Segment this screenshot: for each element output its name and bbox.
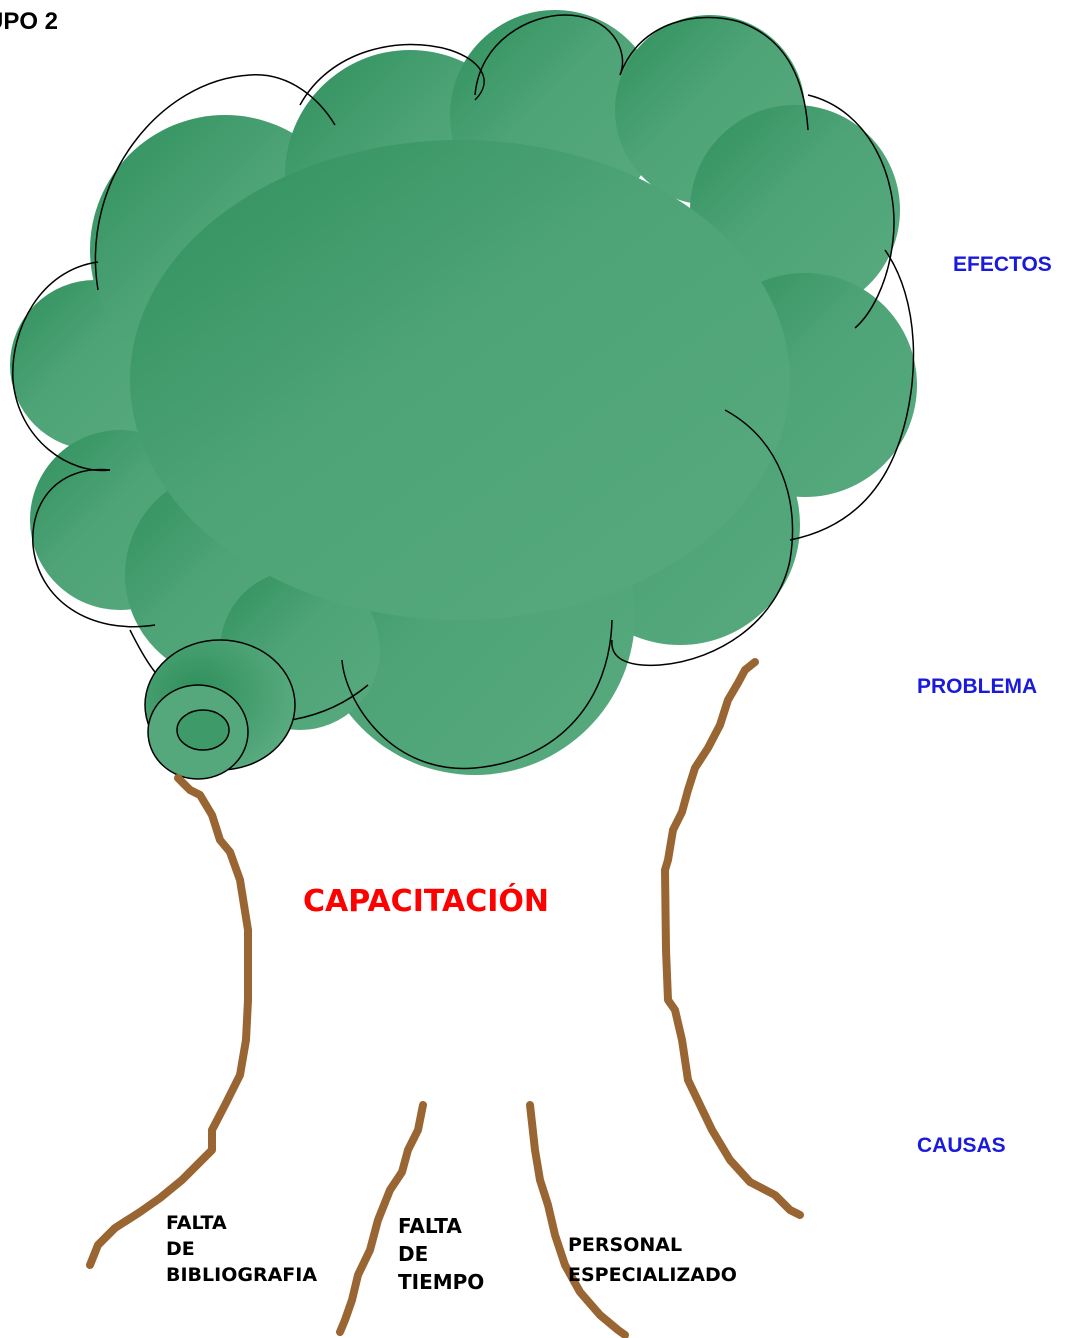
tree-knot	[145, 640, 295, 779]
problem-text: CAPACITACIÓN	[303, 884, 549, 919]
cause-3-line-2: ESPECIALIZADO	[568, 1260, 737, 1290]
cause-2-line-1: FALTA	[398, 1212, 484, 1240]
label-efectos: EFECTOS	[953, 253, 1052, 277]
cause-1: FALTA DE BIBLIOGRAFIA	[166, 1210, 317, 1288]
label-causas: CAUSAS	[917, 1134, 1006, 1158]
cause-2: FALTA DE TIEMPO	[398, 1212, 484, 1296]
cause-1-line-1: FALTA	[166, 1210, 317, 1236]
root-middle-right	[530, 1105, 625, 1335]
label-problema: PROBLEMA	[917, 675, 1037, 699]
cause-2-line-2: DE	[398, 1240, 484, 1268]
diagram-title: UPO 2	[0, 8, 58, 36]
cause-3: PERSONAL ESPECIALIZADO	[568, 1230, 737, 1290]
root-left-trunk	[90, 778, 248, 1265]
cause-1-line-3: BIBLIOGRAFIA	[166, 1262, 317, 1288]
cause-2-line-3: TIEMPO	[398, 1268, 484, 1296]
cause-1-line-2: DE	[166, 1236, 317, 1262]
cause-3-line-1: PERSONAL	[568, 1230, 737, 1260]
root-right-trunk	[665, 662, 800, 1215]
